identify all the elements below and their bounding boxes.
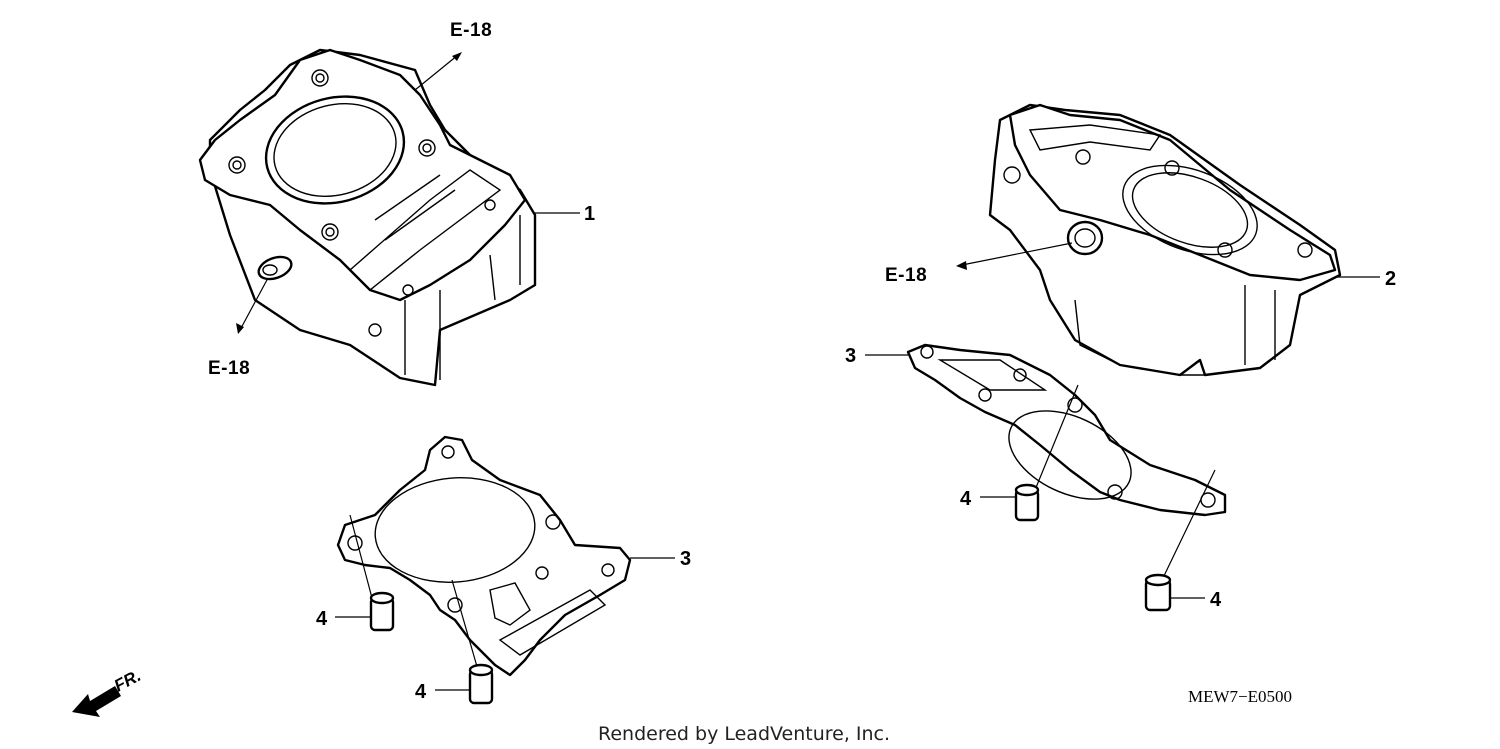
diagram-code: MEW7−E0500 [1188,687,1292,706]
callout-1: 1 [584,203,595,225]
gasket-right[interactable] [906,343,1227,517]
front-direction-arrow-icon [72,686,121,717]
credit-text: Rendered by LeadVenture, Inc. [598,723,890,745]
dowel-pin-left-a[interactable] [349,514,395,632]
dowel-pin-right-a[interactable] [1014,384,1079,522]
callout-2: 2 [1385,268,1396,290]
callout-3-right: 3 [845,345,856,367]
cylinder-right[interactable] [988,103,1342,377]
callout-4-a: 4 [316,608,328,630]
callout-4-d: 4 [1210,589,1222,611]
reference-e18-right[interactable]: E-18 [885,265,927,286]
callout-4-b: 4 [415,681,427,703]
dowel-pin-right-b[interactable] [1144,469,1216,612]
gasket-left[interactable] [336,435,632,677]
reference-e18-left[interactable]: E-18 [208,358,250,379]
cylinder-left[interactable] [198,48,537,387]
callout-4-c: 4 [960,488,972,510]
callout-3-left: 3 [680,548,691,570]
reference-e18-top[interactable]: E-18 [450,20,492,41]
dowel-pin-left-b[interactable] [451,579,494,705]
